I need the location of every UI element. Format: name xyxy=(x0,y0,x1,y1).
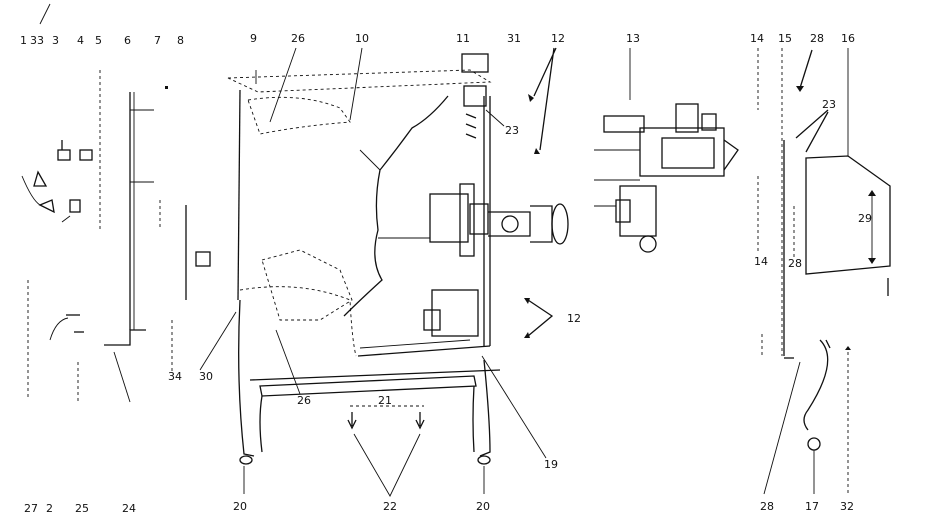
callout-12: 12 xyxy=(551,32,565,45)
leader-lines-center xyxy=(199,311,547,497)
stand-legs xyxy=(238,299,501,494)
callout-13: 13 xyxy=(626,32,640,45)
callout-19: 19 xyxy=(544,458,558,471)
callout-15: 15 xyxy=(778,32,792,45)
callout-6: 6 xyxy=(124,34,131,47)
callout-16: 16 xyxy=(841,32,855,45)
callout-5: 5 xyxy=(95,34,102,47)
callout-33: 33 xyxy=(30,34,44,47)
callout-14: 14 xyxy=(754,255,768,268)
right-rod-and-panel xyxy=(757,48,891,356)
callout-10: 10 xyxy=(355,32,369,45)
callout-23: 23 xyxy=(822,98,836,111)
callout-20: 20 xyxy=(233,500,247,513)
callout-26: 26 xyxy=(291,32,305,45)
callout-27: 27 xyxy=(24,502,38,515)
callout-8: 8 xyxy=(177,34,184,47)
callout-25: 25 xyxy=(75,502,89,515)
callout-20: 20 xyxy=(476,500,490,513)
leader-lines-top xyxy=(269,47,557,338)
callout-3: 3 xyxy=(52,34,59,47)
callout-34: 34 xyxy=(168,370,182,383)
callout-28: 28 xyxy=(810,32,824,45)
lower-right-parts xyxy=(761,334,851,495)
callout-32: 32 xyxy=(840,500,854,513)
callout-1: 1 xyxy=(20,34,27,47)
callout-7: 7 xyxy=(154,34,161,47)
callout-17: 17 xyxy=(805,500,819,513)
left-panel-assembly xyxy=(21,3,211,403)
callout-11: 11 xyxy=(456,32,470,45)
callout-4: 4 xyxy=(77,34,84,47)
callout-21: 21 xyxy=(378,394,392,407)
callout-23: 23 xyxy=(505,124,519,137)
callout-14: 14 xyxy=(750,32,764,45)
callout-24: 24 xyxy=(122,502,136,515)
callout-29: 29 xyxy=(858,212,872,225)
callout-12: 12 xyxy=(567,312,581,325)
cabinet-body xyxy=(227,53,569,357)
callout-2: 2 xyxy=(46,502,53,515)
callout-22: 22 xyxy=(383,500,397,513)
callout-30: 30 xyxy=(199,370,213,383)
callout-28: 28 xyxy=(788,257,802,270)
callout-31: 31 xyxy=(507,32,521,45)
callout-labels: 1 33 3 4 5 6 7 8 9 26 10 11 31 12 13 14 … xyxy=(20,32,872,515)
callout-28: 28 xyxy=(760,500,774,513)
callout-9: 9 xyxy=(250,32,257,45)
callout-26: 26 xyxy=(297,394,311,407)
control-assembly xyxy=(594,48,739,253)
